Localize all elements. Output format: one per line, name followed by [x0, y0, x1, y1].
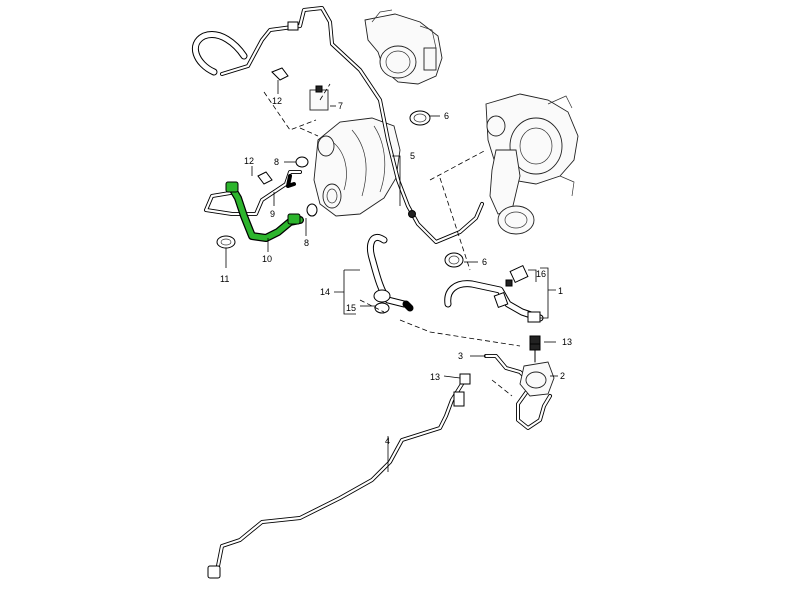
callout-6-lower: 6: [482, 257, 487, 267]
clip-12-lower: [257, 171, 273, 185]
callout-13-lower: 13: [430, 372, 440, 382]
callout-14: 14: [320, 287, 330, 297]
throttle-body-illustration: [364, 9, 443, 85]
clip-16: [505, 264, 529, 287]
callout-1: 1: [558, 286, 563, 296]
clip-8-upper: [295, 156, 309, 168]
hose-upper-left: [191, 31, 248, 76]
turbocharger-illustration: [485, 93, 579, 235]
leader-lines: [225, 80, 558, 472]
clip-8-lower: [306, 203, 318, 217]
callout-15: 15: [346, 303, 356, 313]
highlighted-hose-10: [225, 181, 304, 242]
callout-16: 16: [536, 269, 546, 279]
callout-5: 5: [410, 151, 415, 161]
callout-11: 11: [220, 274, 229, 284]
pipe-from-valve-2: [516, 388, 552, 430]
callout-8-upper: 8: [274, 157, 279, 167]
callout-4: 4: [385, 436, 390, 446]
hose-line-1: [444, 280, 544, 323]
callout-labels: 1 2 3 4 5 6 6 7 8 8 9 10 11 12 12 13 13 …: [220, 96, 572, 446]
callout-6-upper: 6: [444, 111, 449, 121]
callout-8-lower: 8: [304, 238, 309, 248]
intake-manifold-illustration: [313, 117, 401, 217]
callout-9: 9: [270, 209, 275, 219]
callout-12-lower: 12: [244, 156, 254, 166]
dashed-reference-lines: [263, 83, 521, 397]
clip-13-lower: [459, 373, 471, 385]
clamp-6-lower: [444, 252, 464, 268]
callout-13-upper: 13: [562, 337, 572, 347]
clip-12-upper: [271, 67, 289, 81]
clip-13-upper: [529, 335, 541, 345]
clip-15: [373, 289, 391, 314]
hose-line-9: [204, 170, 302, 216]
callout-2: 2: [560, 371, 565, 381]
callout-12-upper: 12: [272, 96, 282, 106]
callout-7: 7: [338, 101, 343, 111]
valve-2: [519, 339, 555, 397]
solenoid-7: [309, 85, 329, 111]
callout-3: 3: [458, 351, 463, 361]
callout-10: 10: [262, 254, 272, 264]
vacuum-line-5: [220, 6, 484, 244]
clamp-11: [216, 235, 236, 249]
long-pipe-4: [207, 382, 465, 579]
clamp-6-upper: [409, 110, 431, 126]
